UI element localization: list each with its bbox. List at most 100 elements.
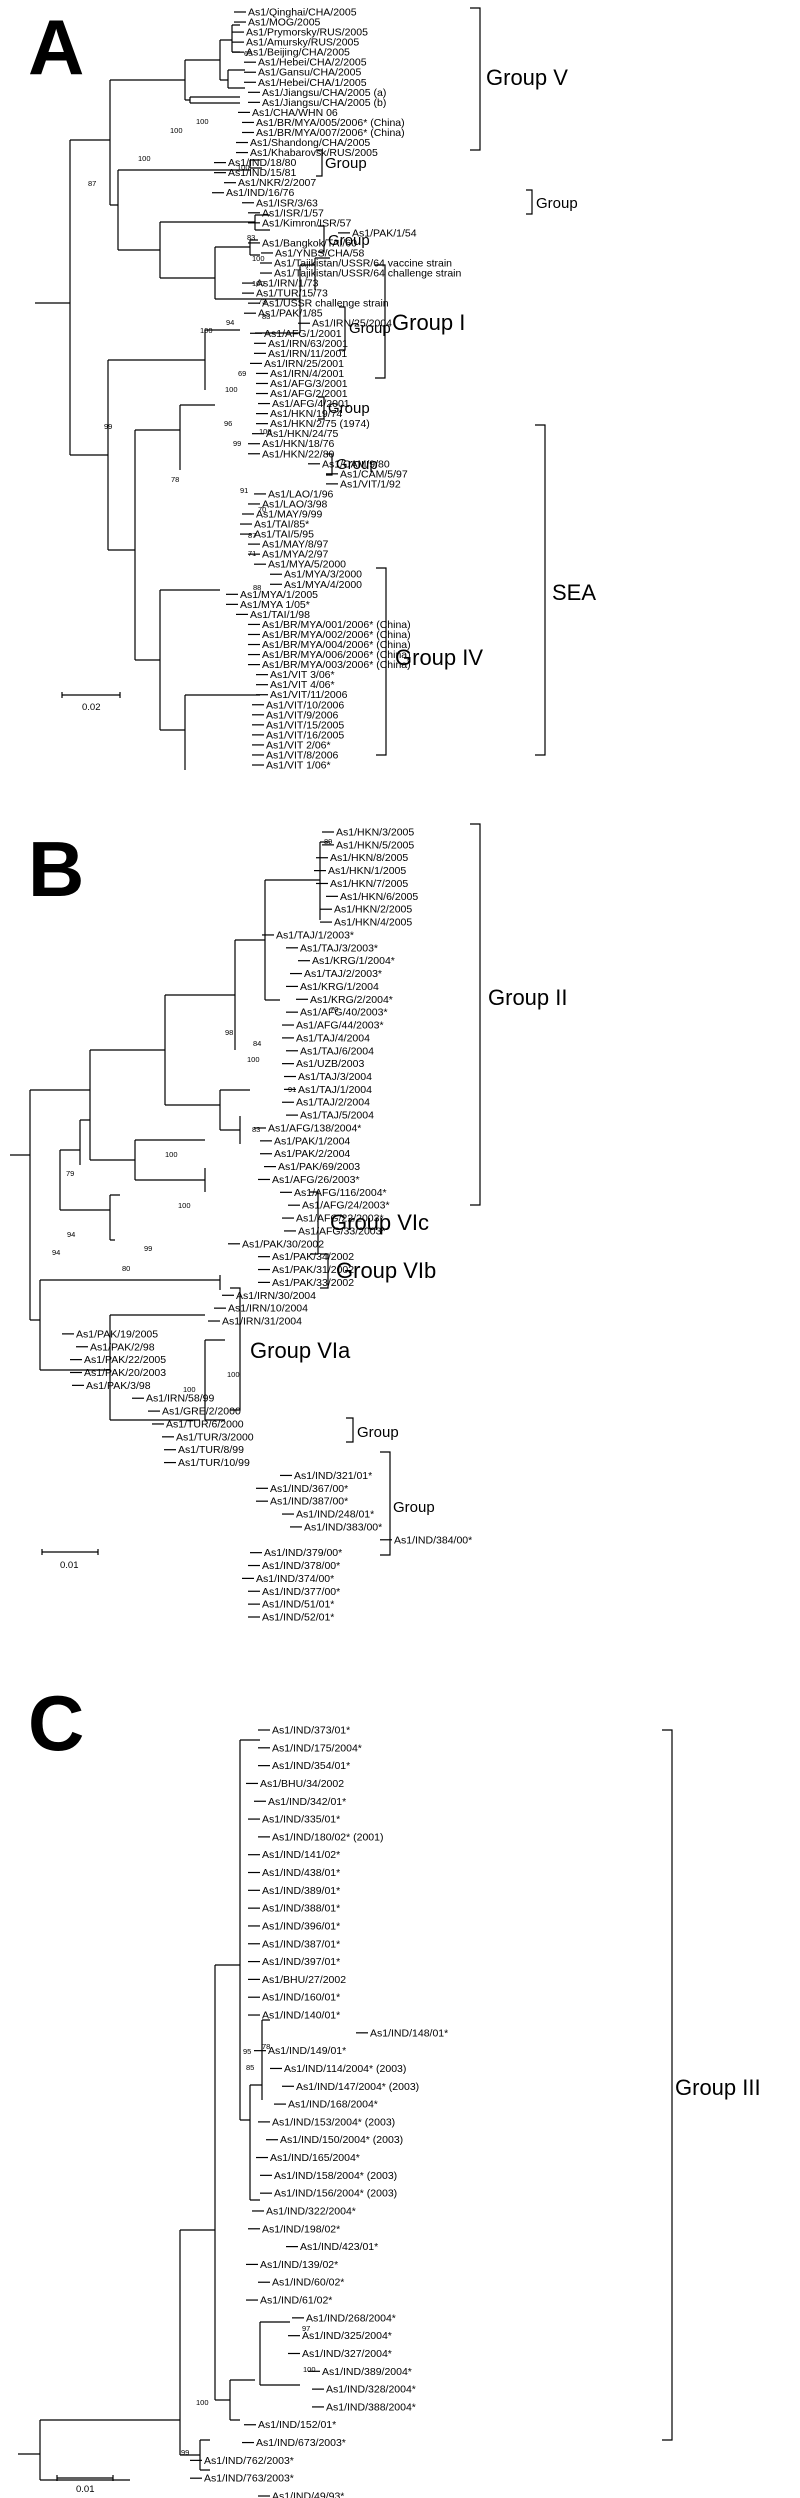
leaf-label: As1/IND/147/2004* (2003)	[296, 2081, 419, 2093]
group-label-a-0: Group V	[486, 65, 568, 90]
leaf-label: As1/TUR/8/99	[178, 1444, 244, 1456]
leaf-label: As1/IND/673/2003*	[256, 2437, 346, 2449]
leaf-label: As1/IND/438/01*	[262, 1867, 340, 1879]
leaf-label: As1/Qinghai/CHA/2005	[248, 7, 357, 19]
leaf-label: As1/PAK/22/2005	[84, 1354, 166, 1366]
group-brackets-a: Group V Group Group Group Group I Group …	[316, 7, 596, 756]
leaf-label: As1/AFG/44/2003*	[296, 1020, 384, 1032]
leaf-label: As1/PAK/1/2004	[274, 1135, 350, 1147]
leaf-label: As1/IND/16/76	[226, 187, 294, 199]
leaf-label: As1/CHA/WHN 06	[252, 107, 338, 119]
leaf-label: As1/IND/148/01*	[370, 2027, 448, 2039]
scale-bar-c: 0.01	[56, 2475, 114, 2495]
leaf-label: As1/BR/MYA/007/2006* (China)	[256, 127, 405, 139]
leaf-label: As1/PAK/34/2002	[272, 1251, 354, 1263]
leaf-label: As1/AFG/1/2001	[264, 328, 342, 340]
leaf-label: As1/PAK/2/2004	[274, 1148, 350, 1160]
leaf-label: As1/IND/367/00*	[270, 1483, 348, 1495]
leaf-label: As1/IRN/58/99	[146, 1393, 214, 1405]
leaf-label: As1/IND/763/2003*	[204, 2473, 294, 2485]
bootstrap-b-2: 84	[253, 1039, 261, 1048]
bootstrap-a-19: 78	[171, 475, 179, 484]
bootstrap-b-4: 91	[288, 1085, 296, 1094]
bootstrap-b-6: 83	[252, 1125, 260, 1134]
group-label-a-9: SEA	[552, 580, 596, 605]
leaf-label: As1/Tajikistan/USSR/64 challenge strain	[274, 268, 462, 280]
leaf-label: As1/IND/379/00*	[264, 1547, 342, 1559]
branches-c	[18, 1739, 300, 2481]
leaf-label: As1/VIT 2/06*	[266, 739, 331, 751]
group-label-b-0: Group II	[488, 985, 567, 1010]
leaf-label: As1/LAO/3/98	[262, 498, 328, 510]
leaf-label: As1/IRN/1/73	[256, 278, 319, 290]
leaf-label: As1/PAK/2/98	[90, 1341, 155, 1353]
leaf-label: As1/IND/15/81	[228, 167, 296, 179]
leaf-label: As1/UZB/2003	[296, 1058, 364, 1070]
bootstrap-a-13: 69	[238, 369, 246, 378]
leaf-label: As1/IRN/63/2001	[268, 338, 348, 350]
leaf-label: As1/VIT 4/06*	[270, 679, 335, 691]
leaf-label: As1/IRN/11/2001	[268, 348, 347, 360]
leaf-label: As1/Beijing/CHA/2005	[246, 47, 350, 59]
leaf-label: As1/IND/51/01*	[262, 1599, 334, 1611]
leaf-label: As1/LAO/1/96	[268, 488, 334, 500]
leaf-label: As1/HKN/8/2005	[330, 852, 408, 864]
leaf-label: As1/IND/49/93*	[272, 2491, 344, 2498]
leaf-label: As1/TAJ/6/2004	[300, 1045, 374, 1057]
leaf-label: As1/ISR/1/57	[262, 207, 324, 219]
leaf-label: As1/TUR/3/2000	[176, 1431, 254, 1443]
bootstrap-c-6: 99	[181, 2448, 189, 2457]
bootstrap-b-14: 100	[227, 1370, 240, 1379]
leaf-label: As1/ISR/3/63	[256, 197, 318, 209]
leaf-label: As1/BR/MYA/002/2006* (China)	[262, 629, 411, 641]
leaf-label: As1/VIT/10/2006	[266, 699, 344, 711]
leaf-label: As1/HKN/6/2005	[340, 891, 418, 903]
leaf-label: As1/IND/321/01*	[294, 1470, 372, 1482]
leaf-label: As1/PAK/1/85	[258, 308, 323, 320]
leaf-label: As1/IRN/31/2004	[222, 1316, 302, 1328]
group-label-c-0: Group III	[675, 2075, 761, 2100]
leaf-label: As1/IND/328/2004*	[326, 2384, 416, 2396]
bootstrap-a-10: 83	[262, 312, 270, 321]
leaf-label: As1/PAK/20/2003	[84, 1367, 166, 1379]
bootstrap-b-15: 100	[183, 1385, 196, 1394]
leaf-label: As1/Khabarovsk/RUS/2005	[250, 147, 378, 159]
leaf-label: As1/PAK/3/98	[86, 1380, 151, 1392]
leaf-label: As1/IRN/25/2001	[264, 358, 344, 370]
group-label-a-3: Group	[328, 232, 370, 249]
leaf-label: As1/HKN/1/2005	[328, 865, 406, 877]
bootstrap-b-13: 80	[122, 1264, 130, 1273]
tree-b: As1/HKN/3/2005As1/HKN/5/2005As1/HKN/8/20…	[10, 823, 567, 1624]
group-label-a-6: Group	[328, 400, 370, 417]
branches-b	[10, 841, 330, 1421]
leaf-label: As1/IND/354/01*	[272, 1760, 350, 1772]
leaf-label: As1/IND/384/00*	[394, 1534, 472, 1546]
leaf-label: As1/IND/268/2004*	[306, 2312, 396, 2324]
leaf-label: As1/HKN/24/75	[266, 428, 339, 440]
leaf-label: As1/AFG/26/2003*	[272, 1174, 360, 1186]
leaf-label: As1/PAK/31/2002	[272, 1264, 354, 1276]
leaf-label: As1/PAK/30/2002	[242, 1238, 324, 1250]
bootstrap-a-11: 94	[226, 318, 234, 327]
leaf-label: As1/VIT/11/2006	[270, 689, 348, 701]
scale-bar-label-c: 0.01	[76, 2484, 95, 2495]
leaf-label: As1/IND/140/01*	[262, 2010, 340, 2022]
leaf-label: As1/IND/342/01*	[268, 1796, 346, 1808]
leaf-label: As1/IND/374/00*	[256, 1573, 334, 1585]
panel-letter-a: A	[28, 3, 85, 91]
bootstrap-c-2: 78	[262, 2042, 270, 2051]
leaf-label: As1/HKN/2/75 (1974)	[270, 418, 370, 430]
leaf-label: As1/TAJ/4/2004	[296, 1032, 370, 1044]
leaf-label: As1/AFG/24/2003*	[302, 1200, 390, 1212]
bootstrap-a-8: 100	[252, 254, 265, 263]
bootstrap-a-18: 99	[233, 439, 241, 448]
leaf-label: As1/MYA/2/97	[262, 549, 328, 561]
leaf-label: As1/HKN/7/2005	[330, 878, 408, 890]
leaf-label: As1/TAI/85*	[254, 519, 309, 531]
bootstrap-b-10: 94	[67, 1230, 75, 1239]
leaf-label: As1/IND/153/2004* (2003)	[272, 2116, 395, 2128]
leaf-label: As1/TAJ/3/2003*	[300, 942, 378, 954]
leaf-label: As1/TAJ/2/2004	[296, 1097, 370, 1109]
group-label-b-3: Group VIa	[250, 1338, 351, 1363]
